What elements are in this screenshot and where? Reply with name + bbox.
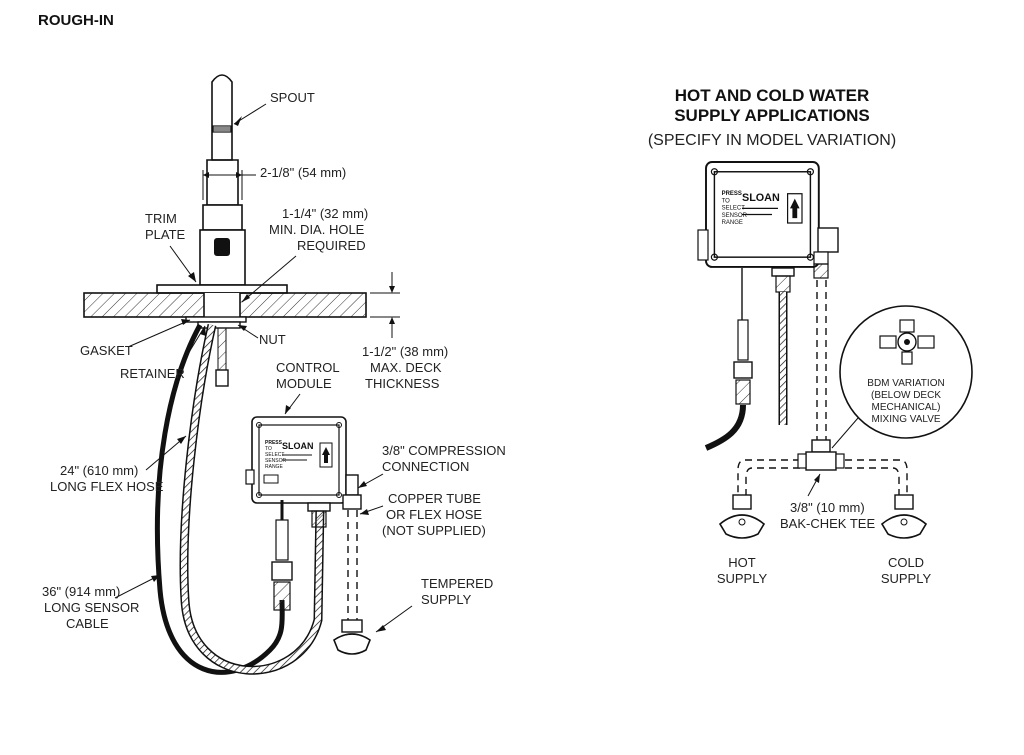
left-rough-in: PRESS TO SELECT SENSOR RANGE SLOAN [42, 74, 506, 675]
svg-text:SELECT: SELECT [722, 206, 746, 212]
label-control-module-2: MODULE [276, 376, 332, 391]
svg-text:SLOAN: SLOAN [742, 192, 780, 204]
label-gasket: GASKET [80, 343, 133, 358]
spout-tube [211, 74, 233, 161]
label-bdm-1: BDM VARIATION [867, 378, 944, 389]
right-title-2: SUPPLY APPLICATIONS [674, 106, 870, 125]
sensor-cable [154, 323, 285, 675]
label-hot-2: SUPPLY [717, 571, 768, 586]
label-tee-2: BAK-CHEK TEE [780, 516, 875, 531]
svg-text:TO: TO [722, 198, 731, 204]
gasket [185, 316, 247, 323]
label-trim-plate-2: PLATE [145, 227, 186, 242]
label-spout-width: 2-1/8" (54 mm) [260, 165, 346, 180]
right-subtitle: (SPECIFY IN MODEL VARIATION) [648, 132, 896, 149]
right-title-1: HOT AND COLD WATER [675, 86, 870, 105]
label-copper-tube-3: (NOT SUPPLIED) [382, 523, 486, 538]
mixing-valve-icon [879, 319, 935, 365]
svg-text:RANGE: RANGE [722, 220, 743, 226]
label-cold-1: COLD [888, 555, 924, 570]
svg-text:SENSOR: SENSOR [722, 213, 748, 219]
label-tempered-2: SUPPLY [421, 592, 472, 607]
compression-fitting [345, 474, 359, 496]
label-compression-2: CONNECTION [382, 459, 469, 474]
label-bdm-4: MIXING VALVE [871, 414, 940, 425]
label-tempered-1: TEMPERED [421, 576, 493, 591]
label-bdm-3: MECHANICAL) [872, 402, 941, 413]
label-deck-3: THICKNESS [365, 376, 440, 391]
svg-text:RANGE: RANGE [265, 464, 283, 470]
label-bdm-2: (BELOW DECK [871, 390, 941, 401]
label-retainer: RETAINER [120, 366, 185, 381]
bak-chek-tee [811, 439, 831, 453]
label-copper-tube-2: OR FLEX HOSE [386, 507, 482, 522]
label-sensor-cable-2: LONG SENSOR [44, 600, 139, 615]
svg-text:SENSOR: SENSOR [265, 458, 287, 464]
page-heading: ROUGH-IN [38, 12, 114, 29]
right-supply-applications: HOT AND COLD WATER SUPPLY APPLICATIONS (… [648, 86, 973, 586]
label-nut: NUT [259, 332, 286, 347]
label-sensor-cable-1: 36" (914 mm) [42, 584, 120, 599]
label-copper-tube-1: COPPER TUBE [388, 491, 481, 506]
bdm-callout-circle [839, 305, 973, 439]
right-control-module: PRESS TO SELECT SENSOR RANGE SLOAN [705, 161, 820, 268]
label-flex-hose-2: LONG FLEX HOSE [50, 479, 164, 494]
trim-plate [156, 284, 288, 294]
svg-text:SELECT: SELECT [265, 452, 284, 458]
label-compression-1: 3/8" COMPRESSION [382, 443, 506, 458]
cold-supply-stop [880, 514, 928, 539]
label-deck-1: 1-1/2" (38 mm) [362, 344, 448, 359]
hot-supply-stop [718, 514, 766, 539]
arrow-up-icon [322, 447, 330, 463]
label-sensor-cable-3: CABLE [66, 616, 109, 631]
label-tee-1: 3/8" (10 mm) [790, 500, 865, 515]
tempered-supply-stop [333, 633, 371, 655]
arrow-up-icon [790, 198, 800, 219]
svg-text:TO: TO [265, 446, 272, 452]
control-module: PRESS TO SELECT SENSOR RANGE SLOAN [251, 416, 347, 504]
svg-text:PRESS: PRESS [722, 191, 742, 197]
label-spout: SPOUT [270, 90, 315, 105]
label-control-module-1: CONTROL [276, 360, 340, 375]
label-hole-1: 1-1/4" (32 mm) [282, 206, 368, 221]
label-cold-2: SUPPLY [881, 571, 932, 586]
label-trim-plate-1: TRIM [145, 211, 177, 226]
label-deck-2: MAX. DECK [370, 360, 442, 375]
label-hot-1: HOT [728, 555, 756, 570]
label-hole-2: MIN. DIA. HOLE [269, 222, 365, 237]
label-hole-3: REQUIRED [297, 238, 366, 253]
module-brand: SLOAN [282, 441, 314, 451]
svg-text:PRESS: PRESS [265, 440, 283, 446]
label-flex-hose-1: 24" (610 mm) [60, 463, 138, 478]
sensor-window [214, 238, 230, 256]
